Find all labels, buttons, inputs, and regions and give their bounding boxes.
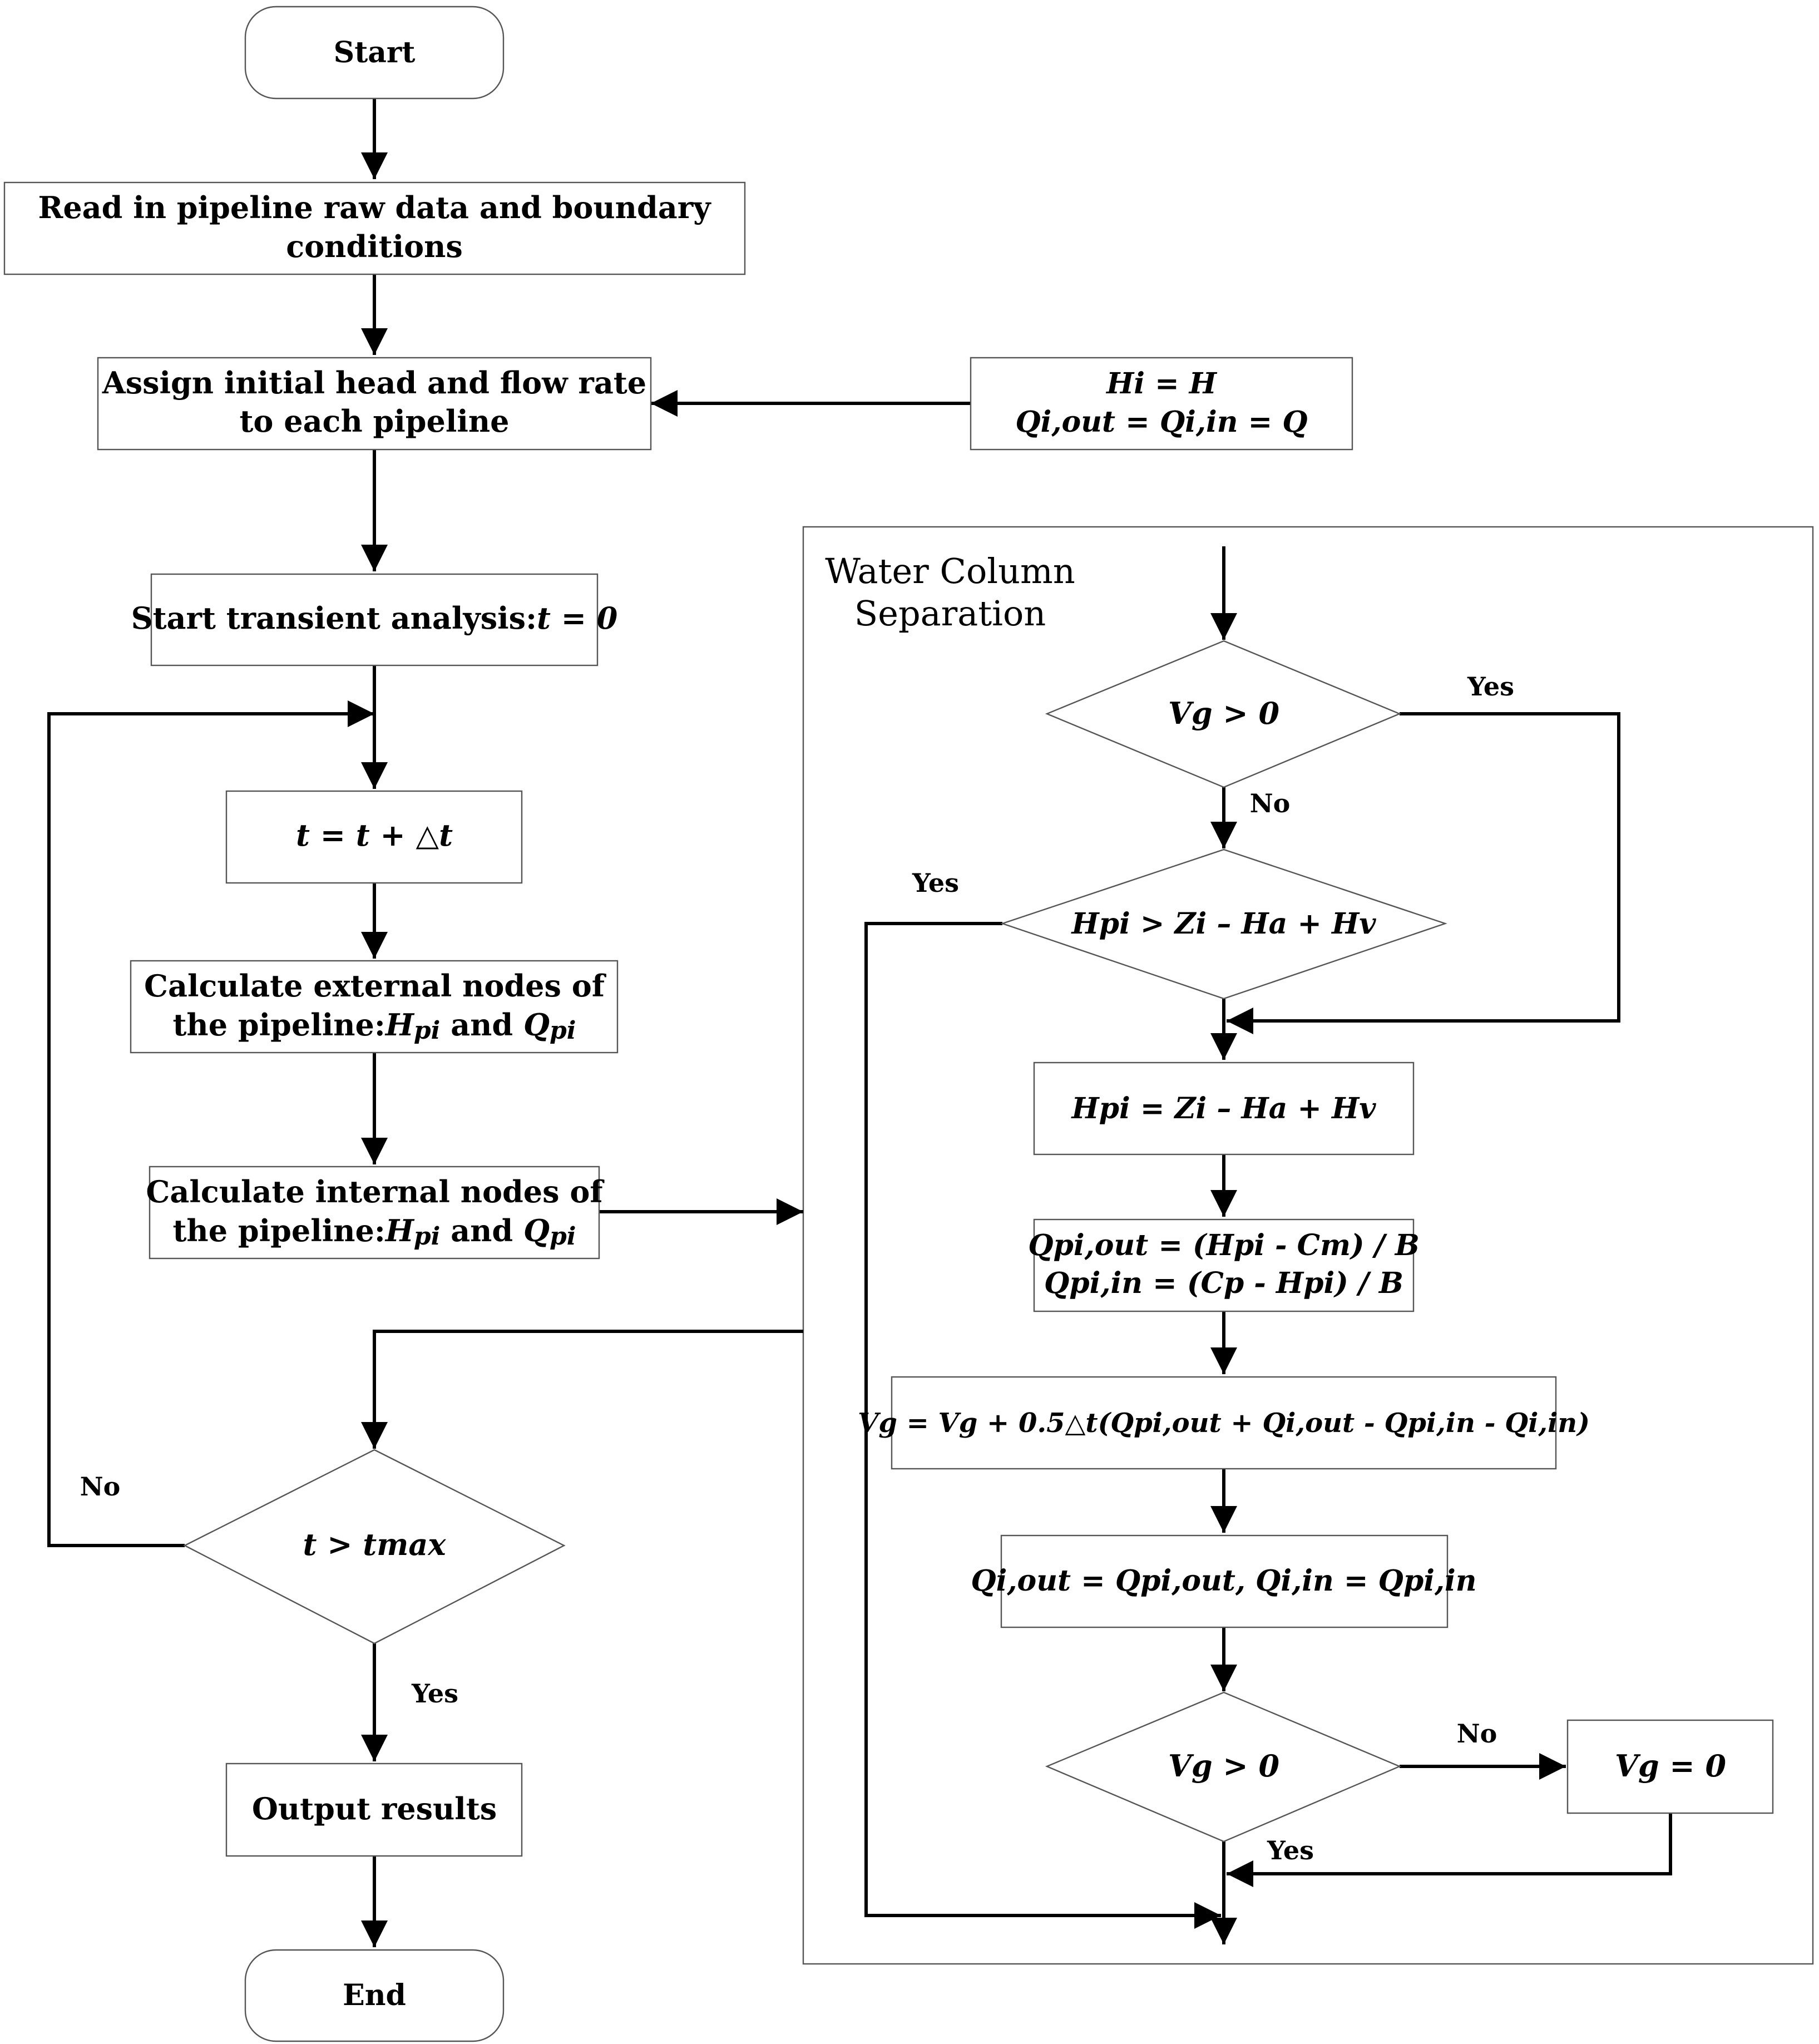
start-transient-box: Start transient analysis:t = 0 — [131, 573, 618, 666]
gas-volume-decision-1: Vg > 0 — [1045, 640, 1402, 788]
edge-label-yes-d3: Yes — [1267, 1835, 1314, 1865]
start-node: Start — [244, 6, 505, 100]
svg-text:Start transient analysis:t = 0: Start transient analysis:t = 0 — [131, 600, 618, 636]
calc-internal-box: Calculate internal nodes of the pipeline… — [146, 1166, 605, 1260]
svg-text:conditions: conditions — [286, 229, 463, 264]
svg-text:Vg > 0: Vg > 0 — [1168, 695, 1279, 731]
svg-text:Qpi,out = (Hpi - Cm) / B: Qpi,out = (Hpi - Cm) / B — [1028, 1228, 1420, 1262]
edge-label-yes-d2: Yes — [912, 868, 959, 898]
svg-text:Vg > 0: Vg > 0 — [1168, 1748, 1279, 1784]
head-check-decision: Hpi > Zi – Ha + Hv — [1000, 848, 1447, 1000]
svg-text:Qi,out = Qpi,out, Qi,in = Qpi,: Qi,out = Qpi,out, Qi,in = Qpi,in — [971, 1564, 1476, 1598]
svg-text:the pipeline:Hpi and Qpi: the pipeline:Hpi and Qpi — [172, 1213, 576, 1251]
svg-text:t = t + △t: t = t + △t — [296, 817, 453, 853]
svg-text:t > tmax: t > tmax — [303, 1527, 446, 1562]
flow-assign-box: Qi,out = Qpi,out, Qi,in = Qpi,in — [971, 1534, 1477, 1628]
svg-text:Qi,out = Qi,in = Q: Qi,out = Qi,in = Q — [1015, 405, 1307, 439]
time-check-decision: t > tmax — [183, 1449, 566, 1645]
edge-label-no-d3: No — [1457, 1719, 1497, 1749]
output-results-box: Output results — [225, 1762, 523, 1857]
edge-label-yes-output: Yes — [411, 1678, 458, 1709]
gas-volume-decision-2: Vg > 0 — [1045, 1691, 1402, 1843]
flow-calc-box: Qpi,out = (Hpi - Cm) / B Qpi,in = (Cp - … — [1028, 1218, 1420, 1312]
svg-text:Read in pipeline raw data and: Read in pipeline raw data and boundary — [38, 190, 711, 225]
svg-text:Vg = Vg + 0.5△t(Qpi,out + Qi,o: Vg = Vg + 0.5△t(Qpi,out + Qi,out - Qpi,i… — [858, 1408, 1590, 1439]
svg-text:Hi = H: Hi = H — [1105, 367, 1218, 401]
wcs-group-frame — [802, 526, 1814, 1965]
edge-label-no-d1: No — [1250, 788, 1291, 818]
edge-label-no-loop: No — [80, 1472, 121, 1502]
svg-text:Assign initial head and flow r: Assign initial head and flow rate — [102, 365, 646, 401]
wcs-group-subtitle: Separation — [854, 593, 1046, 634]
svg-text:Start: Start — [334, 36, 416, 70]
time-step-box: t = t + △t — [225, 790, 523, 884]
end-node: End — [244, 1949, 505, 2042]
svg-text:End: End — [343, 1978, 406, 2012]
assign-initial-box: Assign initial head and flow rate to eac… — [97, 357, 652, 451]
assign-head-box: Hpi = Zi – Ha + Hv — [1033, 1062, 1415, 1156]
svg-text:Hpi = Zi – Ha + Hv: Hpi = Zi – Ha + Hv — [1071, 1092, 1377, 1125]
svg-text:Vg = 0: Vg = 0 — [1615, 1748, 1726, 1784]
volume-update-box: Vg = Vg + 0.5△t(Qpi,out + Qi,out - Qpi,i… — [858, 1376, 1590, 1470]
svg-text:Output results: Output results — [252, 1791, 497, 1826]
calc-external-box: Calculate external nodes of the pipeline… — [130, 960, 619, 1054]
wcs-group-title: Water Column — [825, 551, 1075, 591]
svg-text:to each pipeline: to each pipeline — [239, 403, 509, 439]
svg-text:Hpi > Zi – Ha + Hv: Hpi > Zi – Ha + Hv — [1071, 907, 1377, 941]
svg-text:the pipeline:Hpi and Qpi: the pipeline:Hpi and Qpi — [172, 1007, 576, 1045]
connectors — [47, 98, 1672, 1947]
svg-text:Qpi,in = (Cp - Hpi) / B: Qpi,in = (Cp - Hpi) / B — [1044, 1266, 1403, 1300]
initial-values-box: Hi = H Qi,out = Qi,in = Q — [970, 357, 1353, 451]
edge-label-yes-d1: Yes — [1467, 672, 1514, 702]
svg-text:Calculate internal nodes of: Calculate internal nodes of — [146, 1174, 605, 1209]
reset-volume-box: Vg = 0 — [1566, 1719, 1774, 1814]
svg-text:Calculate external nodes of: Calculate external nodes of — [144, 968, 607, 1004]
read-input-box: Read in pipeline raw data and boundary c… — [3, 181, 746, 275]
